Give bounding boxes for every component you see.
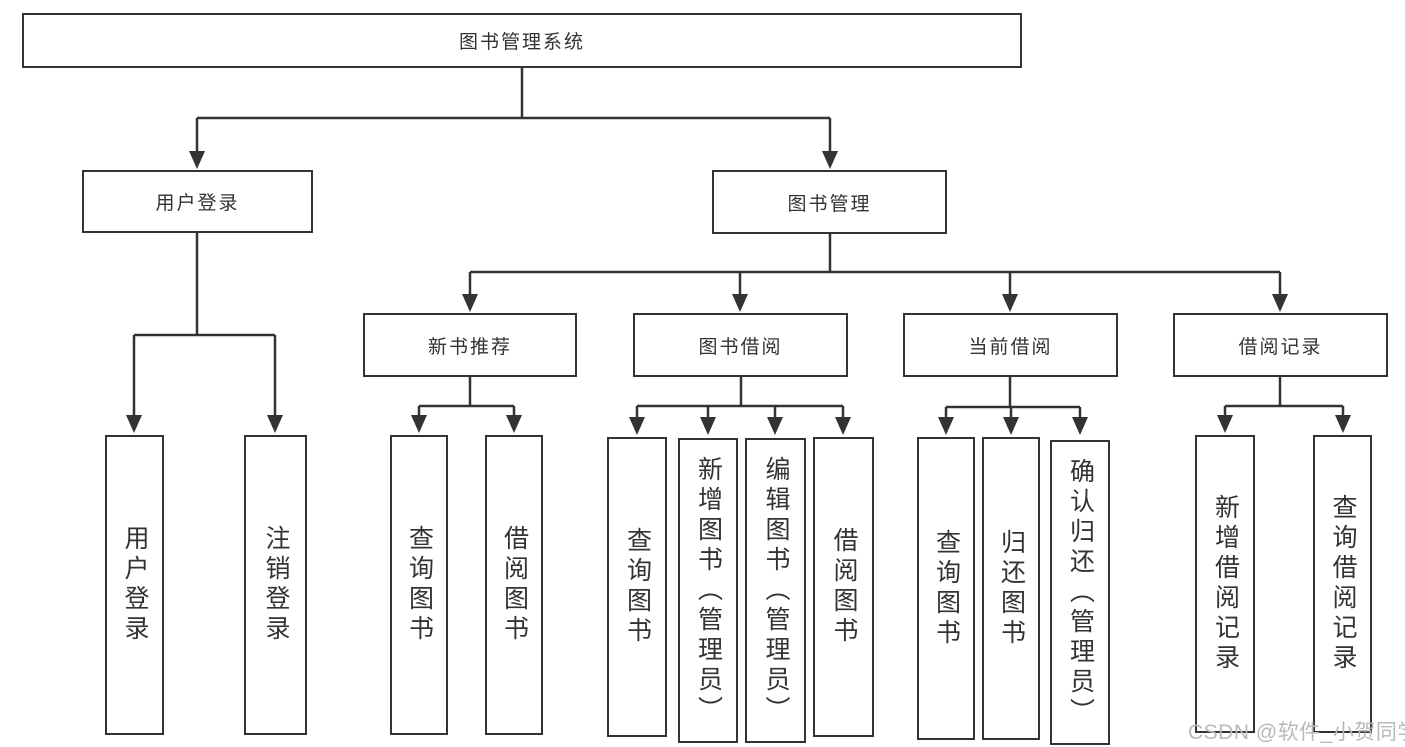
node-label: 图书管理 xyxy=(787,193,872,215)
connector-book-mgmt-children xyxy=(462,234,1288,312)
node-leaf-logout: 注销登录 xyxy=(244,435,307,735)
connector-current-borrow-children xyxy=(938,377,1088,435)
arrow-down-icon xyxy=(411,415,427,433)
node-current-borrowing: 当前借阅 xyxy=(903,313,1118,377)
node-label: 借阅图书 xyxy=(830,527,858,647)
arrow-down-icon xyxy=(767,417,783,435)
arrow-down-icon xyxy=(1272,294,1288,312)
connector-new-book-rec-children xyxy=(411,377,522,433)
node-label: 借阅图书 xyxy=(500,525,529,645)
node-label: 图书管理系统 xyxy=(458,32,585,53)
connector-borrow-records-children xyxy=(1217,377,1351,433)
arrow-down-icon xyxy=(1002,294,1018,312)
arrow-down-icon xyxy=(732,294,748,312)
node-label: 借阅记录 xyxy=(1238,336,1323,358)
node-label: 图书借阅 xyxy=(698,336,783,358)
node-book-borrowing: 图书借阅 xyxy=(633,313,848,377)
node-label: 注销登录 xyxy=(262,525,290,645)
node-label: 当前借阅 xyxy=(968,336,1053,358)
node-user-login: 用户登录 xyxy=(82,170,313,233)
node-leaf-add-book-admin: 新增图书（管理员） xyxy=(678,438,738,743)
arrow-down-icon xyxy=(629,417,645,435)
node-library-system: 图书管理系统 xyxy=(22,13,1022,68)
csdn-watermark: CSDN @软件_小贺同学 xyxy=(1188,721,1405,744)
node-leaf-borrow-books-2: 借阅图书 xyxy=(813,437,874,737)
arrow-down-icon xyxy=(1072,417,1088,435)
node-leaf-query-books-3: 查询图书 xyxy=(917,437,975,740)
arrow-down-icon xyxy=(700,417,716,435)
node-leaf-confirm-return-admin: 确认归还（管理员） xyxy=(1050,440,1110,745)
node-label: 新增图书（管理员） xyxy=(694,455,723,726)
node-new-book-recommend: 新书推荐 xyxy=(363,313,577,377)
node-label: 查询图书 xyxy=(405,525,434,645)
arrow-down-icon xyxy=(506,415,522,433)
connector-user-login-children xyxy=(126,233,283,433)
node-label: 用户登录 xyxy=(121,525,149,645)
node-label: 编辑图书（管理员） xyxy=(762,455,790,726)
node-leaf-query-books-1: 查询图书 xyxy=(390,435,448,735)
node-label: 确认归还（管理员） xyxy=(1066,457,1095,728)
arrow-down-icon xyxy=(1335,415,1351,433)
arrow-down-icon xyxy=(126,415,142,433)
arrow-down-icon xyxy=(462,294,478,312)
node-label: 查询图书 xyxy=(623,527,652,647)
arrow-down-icon xyxy=(1217,415,1233,433)
arrow-down-icon xyxy=(267,415,283,433)
node-label: 归还图书 xyxy=(997,528,1026,649)
node-borrow-records: 借阅记录 xyxy=(1173,313,1388,377)
arrow-down-icon xyxy=(1003,417,1019,435)
node-leaf-add-borrow-record: 新增借阅记录 xyxy=(1195,435,1255,733)
node-leaf-return-book: 归还图书 xyxy=(982,437,1040,740)
connector-root-to-level2 xyxy=(189,68,838,169)
node-book-management: 图书管理 xyxy=(712,170,947,234)
node-leaf-edit-book-admin: 编辑图书（管理员） xyxy=(745,438,806,743)
connector-book-borrow-children xyxy=(629,377,851,435)
node-label: 用户登录 xyxy=(155,193,240,214)
node-label: 新增借阅记录 xyxy=(1211,494,1240,674)
node-label: 查询图书 xyxy=(932,528,961,649)
arrow-down-icon xyxy=(822,151,838,169)
node-leaf-query-borrow-record: 查询借阅记录 xyxy=(1313,435,1372,733)
node-leaf-borrow-books-1: 借阅图书 xyxy=(485,435,543,735)
node-leaf-user-login: 用户登录 xyxy=(105,435,164,735)
node-label: 查询借阅记录 xyxy=(1329,494,1357,674)
arrow-down-icon xyxy=(938,417,954,435)
node-leaf-query-books-2: 查询图书 xyxy=(607,437,667,737)
node-label: 新书推荐 xyxy=(427,336,512,358)
arrow-down-icon xyxy=(189,151,205,169)
arrow-down-icon xyxy=(835,417,851,435)
